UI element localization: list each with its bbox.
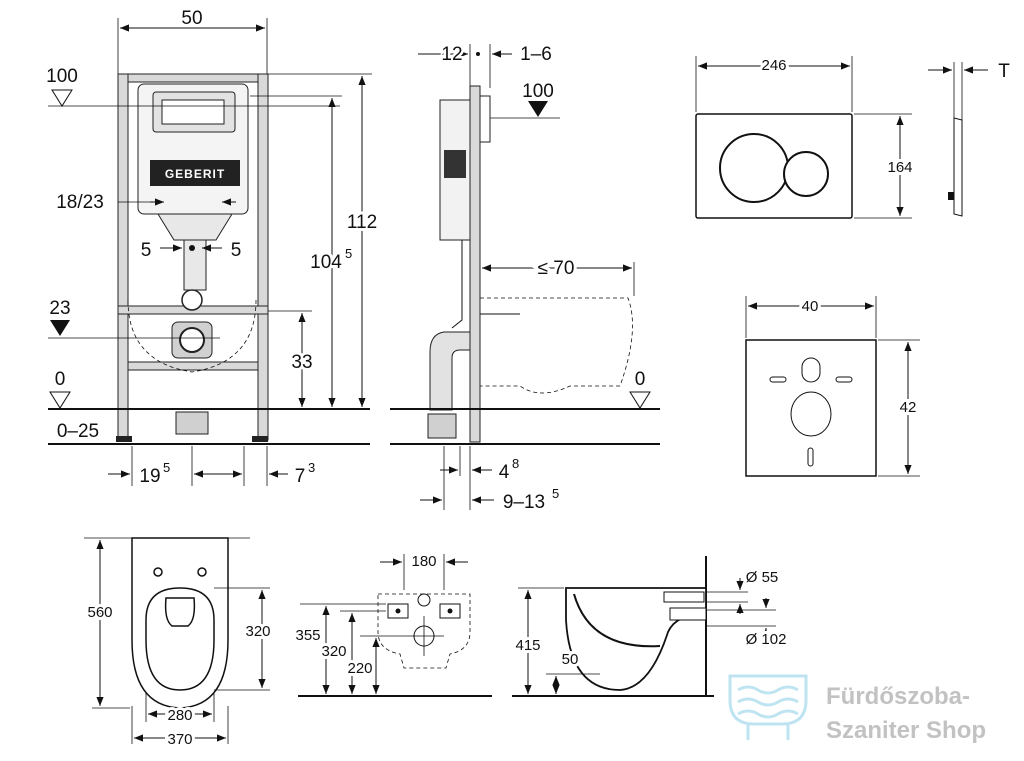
front-bottom-right: 7 [295, 466, 306, 487]
watermark-line1: Fürdőszoba- [826, 683, 970, 710]
soundproof-pad: 40 42 [745, 295, 920, 477]
toilet-inner-width: 280 [167, 707, 192, 724]
side-projection: ≤ 70 [538, 258, 575, 279]
front-level-zero: 0 [55, 369, 66, 390]
brand-logo: GEBERIT [165, 167, 225, 181]
side-wall-gap-sup: 8 [512, 456, 519, 471]
side-wall-range-sup: 5 [552, 486, 559, 501]
toilet-outer-width: 370 [167, 731, 192, 748]
side-frame-depth: 12 [441, 44, 462, 65]
side-wall-range: 9–13 [503, 492, 545, 513]
watermark: Fürdőszoba- Szaniter Shop [728, 674, 986, 744]
flush-plate: 246 164 T [695, 54, 1010, 219]
back-height-mid: 320 [321, 643, 346, 660]
front-level-floor: 0–25 [57, 421, 99, 442]
outlet-diameter: Ø 102 [746, 631, 787, 648]
flush-plate-thickness: T [998, 61, 1010, 82]
side-level-zero: 0 [635, 369, 646, 390]
front-width-label: 50 [181, 8, 202, 29]
inlet-diameter: Ø 55 [746, 569, 779, 586]
toilet-bowl-depth: 320 [245, 623, 270, 640]
front-offset-right: 5 [231, 240, 242, 261]
front-outlet-height: 33 [291, 352, 312, 373]
front-pipe-spacing: 18/23 [56, 192, 104, 213]
toilet-side-view: Ø 55 Ø 102 415 50 [512, 556, 789, 697]
back-height-low: 220 [347, 660, 372, 677]
front-bottom-left-sup: 5 [163, 460, 170, 475]
toilet-back-view: 180 355 320 220 [292, 553, 492, 697]
bolt-spacing: 180 [411, 553, 436, 570]
side-view: 12 1–6 100 ≤ 70 0 4 8 [390, 42, 660, 513]
front-view: 50 GEBERIT 100 23 0 [46, 8, 380, 487]
back-height-top: 355 [295, 627, 320, 644]
front-height-total: 112 [347, 212, 377, 233]
front-height-inner-sup: 5 [345, 246, 352, 261]
front-level-mid: 23 [49, 298, 70, 319]
pad-height: 42 [900, 399, 917, 416]
outlet-height: 50 [562, 651, 579, 668]
side-wall-gap: 4 [499, 462, 510, 483]
side-plate-depth: 1–6 [520, 44, 552, 65]
front-level-top: 100 [46, 66, 78, 87]
toilet-length: 560 [87, 604, 112, 621]
toilet-top-view: 560 320 280 370 [84, 537, 274, 751]
pad-width: 40 [802, 298, 819, 315]
flush-plate-height: 164 [887, 159, 912, 176]
water-tap-icon [728, 674, 808, 740]
flush-plate-width: 246 [761, 57, 786, 74]
front-bottom-left: 19 [139, 466, 160, 487]
front-offset-left: 5 [141, 240, 152, 261]
toilet-height: 415 [515, 637, 540, 654]
side-level-top: 100 [522, 81, 554, 102]
front-bottom-right-sup: 3 [308, 460, 315, 475]
front-height-inner: 104 [310, 252, 342, 273]
watermark-line2: Szaniter Shop [826, 717, 986, 744]
